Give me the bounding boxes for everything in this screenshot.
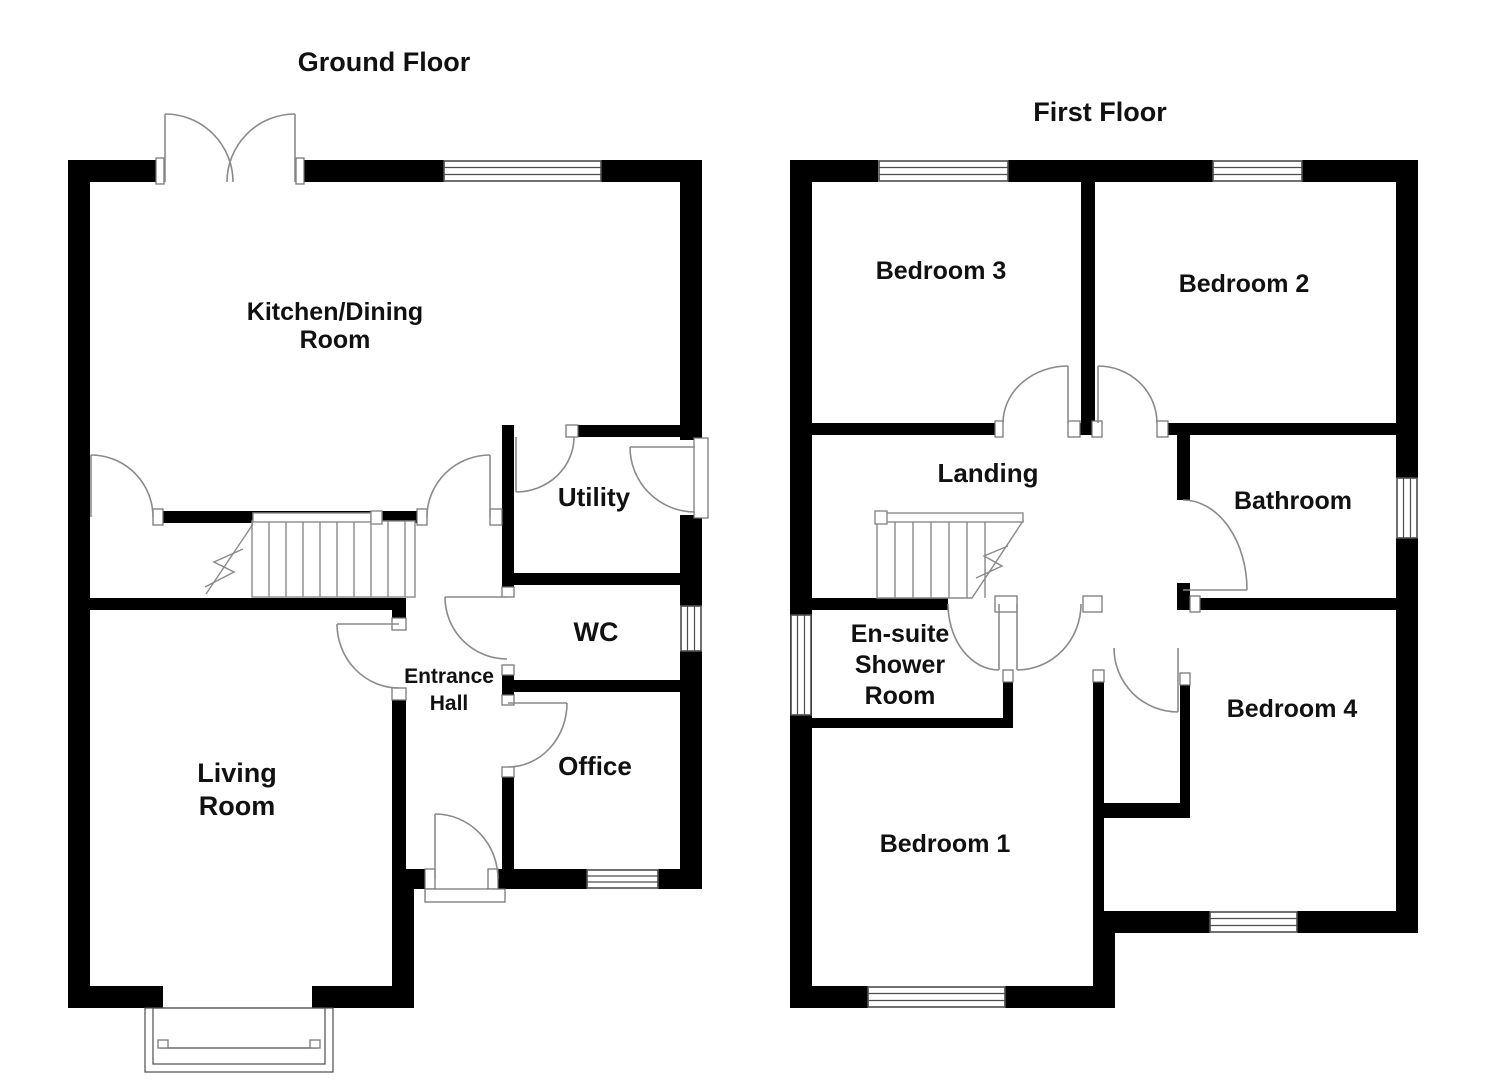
bedroom4-window: [1209, 911, 1298, 933]
room-label-bedroom3: Bedroom 3: [876, 257, 1007, 285]
room-label-utility: Utility: [558, 482, 631, 512]
room-label-kitchen-dining-1: Kitchen/Dining: [247, 298, 423, 326]
ground-floor-title: Ground Floor: [298, 47, 471, 77]
bathroom-door-icon: [1182, 499, 1248, 591]
first-floor-plan: First Floor Bedroom 3 Bedroom 2 Landing …: [790, 97, 1418, 1008]
office-window: [586, 869, 659, 889]
room-label-landing: Landing: [937, 458, 1038, 488]
utility-door-icon: [515, 436, 575, 493]
bathroom-window: [1396, 477, 1418, 539]
first-stairs-icon: [874, 510, 1025, 599]
bedroom2-window: [1212, 160, 1303, 182]
kitchen-left-door-icon: [90, 454, 154, 518]
utility-back-door-icon: [629, 437, 709, 519]
bedroom3-window: [878, 160, 1009, 182]
ensuite-door-icon: [947, 603, 1000, 671]
ensuite-window: [790, 614, 812, 716]
room-label-entrance-2: Hall: [430, 692, 469, 715]
room-label-office: Office: [558, 751, 632, 781]
office-door-icon: [507, 702, 568, 768]
room-label-ensuite-1: En-suite: [851, 620, 950, 648]
room-label-ensuite-2: Shower: [855, 651, 946, 679]
first-exterior-walls: [790, 160, 1418, 1008]
ground-floor-plan: Ground Floor Kitchen/Dining Room Utility…: [68, 47, 709, 1073]
front-door-icon: [424, 813, 506, 903]
kitchen-right-door-icon: [426, 454, 491, 518]
room-label-kitchen-dining-2: Room: [300, 326, 371, 354]
ground-stairs-icon: [204, 510, 416, 598]
bedroom1-window: [867, 986, 1006, 1008]
bedroom1-door-icon: [1016, 603, 1082, 671]
bedroom4-door-icon: [1113, 647, 1179, 713]
room-label-bedroom2: Bedroom 2: [1179, 270, 1310, 298]
first-door-posts: [994, 420, 1201, 686]
living-room-door-icon: [336, 623, 400, 689]
room-label-living-2: Room: [199, 791, 276, 821]
room-label-wc: WC: [574, 617, 619, 647]
room-label-entrance-1: Entrance: [404, 665, 494, 688]
wc-door-icon: [444, 596, 508, 660]
french-doors-icon: [164, 113, 296, 183]
bay-window: [144, 1007, 334, 1073]
wc-window: [680, 605, 702, 652]
room-label-ensuite-3: Room: [865, 682, 936, 710]
bedroom2-door-icon: [1097, 365, 1158, 424]
room-label-bedroom4: Bedroom 4: [1227, 695, 1358, 723]
room-label-bathroom: Bathroom: [1234, 487, 1352, 515]
kitchen-window: [443, 160, 602, 182]
bedroom3-door-icon: [1002, 365, 1069, 424]
first-interior-walls: [812, 182, 1396, 911]
room-label-living-1: Living: [197, 758, 277, 788]
first-floor-title: First Floor: [1033, 97, 1167, 127]
room-label-bedroom1: Bedroom 1: [880, 830, 1011, 858]
